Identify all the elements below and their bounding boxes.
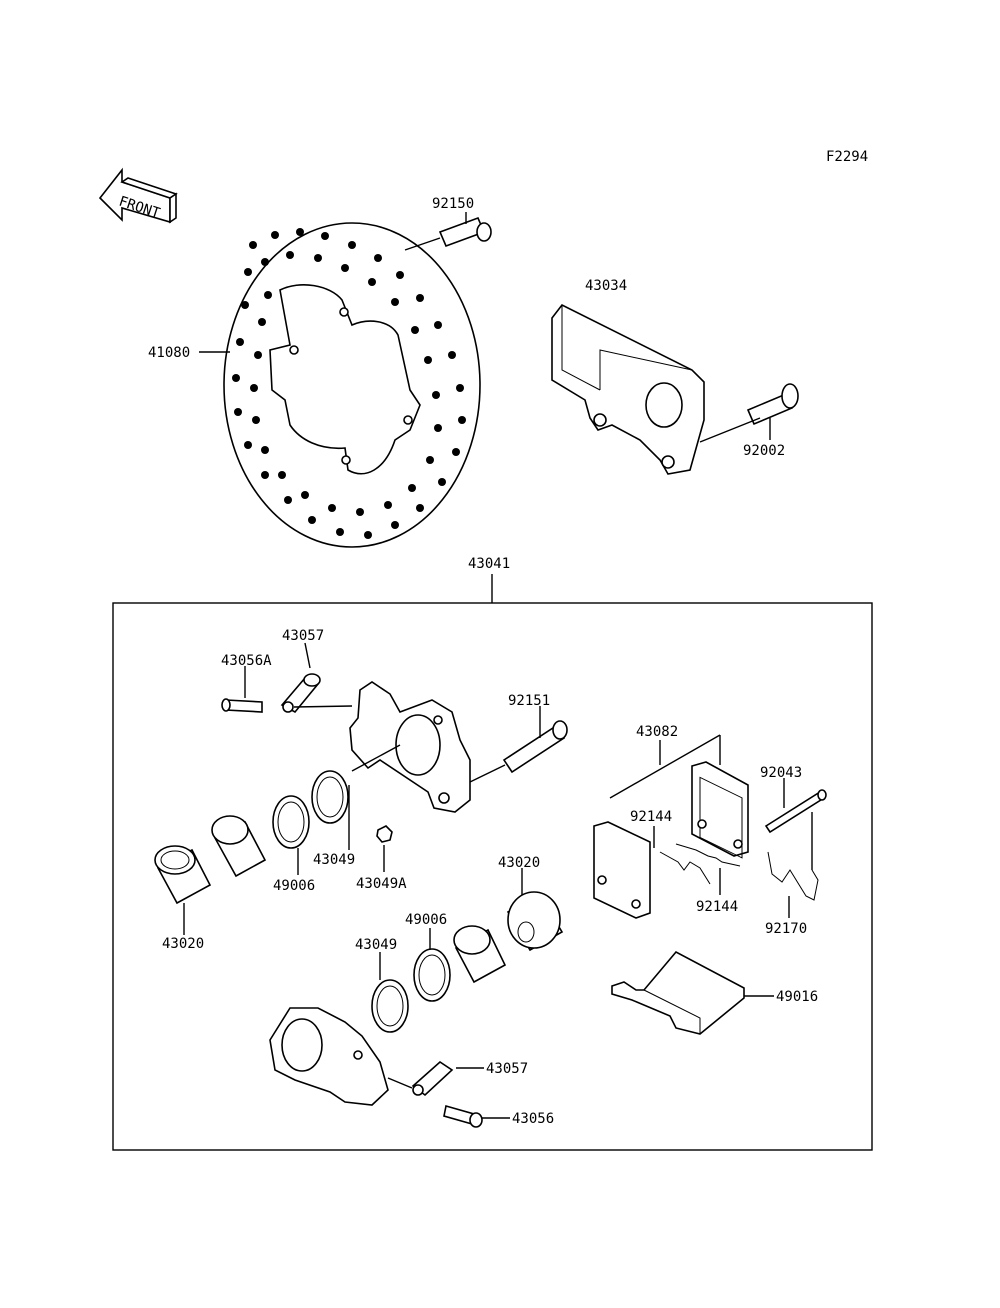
caliper-body-lower xyxy=(269,1007,389,1106)
figure-code: F2294 xyxy=(826,149,868,165)
disc-holes xyxy=(232,228,466,539)
shim-49016 xyxy=(611,950,745,1035)
label-49006-top: 49006 xyxy=(273,878,315,894)
nut-43049A xyxy=(376,825,393,843)
label-92043: 92043 xyxy=(760,765,802,781)
label-49006-bottom: 49006 xyxy=(405,912,447,928)
label-92144-top: 92144 xyxy=(630,809,672,825)
bleeder-cap-43057-top xyxy=(280,673,321,714)
label-43082: 43082 xyxy=(636,724,678,740)
brake-pad-rear xyxy=(691,761,749,859)
label-92170: 92170 xyxy=(765,921,807,937)
assembly-box xyxy=(112,602,873,1151)
seal-43049-top xyxy=(311,770,349,824)
bleeder-valve-43056 xyxy=(443,1104,483,1128)
seal-49006-top xyxy=(272,795,310,849)
label-92002: 92002 xyxy=(743,443,785,459)
pad-pin-92043 xyxy=(764,789,827,834)
label-43049-top: 43049 xyxy=(313,852,355,868)
brake-pad-front xyxy=(593,821,651,919)
caliper-body-upper xyxy=(349,681,471,813)
bolt-92151 xyxy=(502,720,568,774)
caliper-bracket-43034 xyxy=(551,303,705,475)
piston-upper xyxy=(211,815,267,878)
piston-lower xyxy=(453,925,507,984)
bleeder-valve-43056A xyxy=(221,698,263,713)
piston-43020-left xyxy=(154,845,212,905)
seal-49006-bottom xyxy=(413,948,451,1002)
label-92150: 92150 xyxy=(432,196,474,212)
piston-43020-right xyxy=(506,891,564,952)
pad-spring-92144 xyxy=(659,843,741,885)
label-43041: 43041 xyxy=(468,556,510,572)
label-92151: 92151 xyxy=(508,693,550,709)
label-43056: 43056 xyxy=(512,1111,554,1127)
brake-disc-41080 xyxy=(223,222,481,548)
seal-43049-bottom xyxy=(371,979,409,1033)
label-43020-right: 43020 xyxy=(498,855,540,871)
label-43049-bottom: 43049 xyxy=(355,937,397,953)
label-92144-bottom: 92144 xyxy=(696,899,738,915)
label-41080: 41080 xyxy=(148,345,190,361)
label-43056A: 43056A xyxy=(221,653,272,669)
label-43034: 43034 xyxy=(585,278,627,294)
pad-clip-92170 xyxy=(767,851,819,901)
label-49016: 49016 xyxy=(776,989,818,1005)
bleeder-cap-43057-bottom xyxy=(411,1060,454,1097)
label-43020-left: 43020 xyxy=(162,936,204,952)
label-43057-top: 43057 xyxy=(282,628,324,644)
front-arrow-icon: FRONT xyxy=(98,167,178,224)
label-43057-bottom: 43057 xyxy=(486,1061,528,1077)
label-43049A: 43049A xyxy=(356,876,407,892)
bolt-92002 xyxy=(746,383,799,426)
